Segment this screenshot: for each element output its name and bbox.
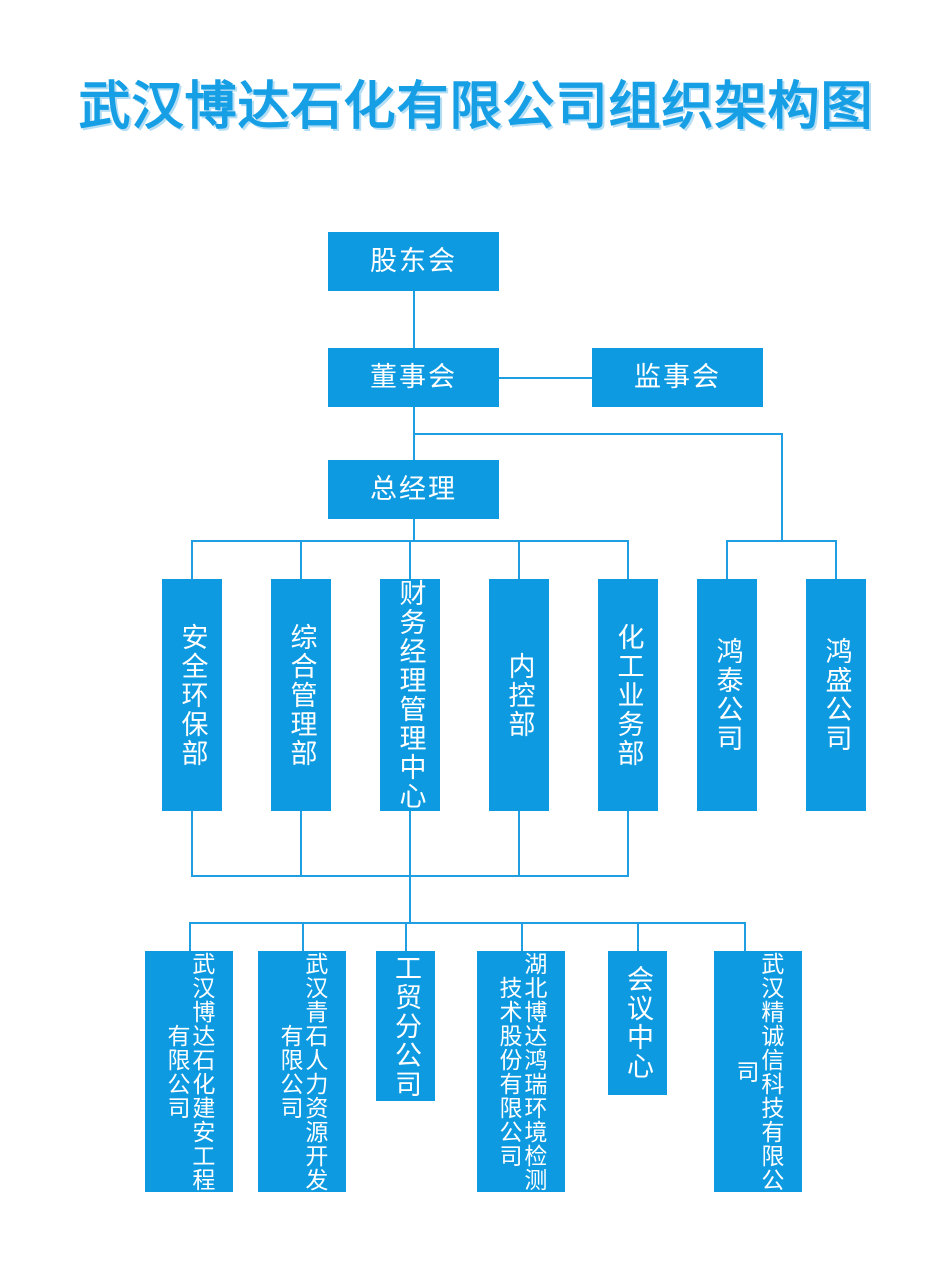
- edge-unit-5-drop: [637, 922, 639, 951]
- edge-unit-4-drop: [521, 922, 523, 951]
- node-department-general-management-label: 综合管理部: [286, 622, 317, 768]
- node-board-of-supervisors-label: 监事会: [634, 362, 721, 393]
- node-unit-trade-branch-label: 工贸分公司: [391, 953, 421, 1099]
- node-subsidiary-hongsheng[interactable]: 鸿盛公司: [806, 579, 866, 811]
- node-department-internal-control[interactable]: 内控部: [489, 579, 549, 811]
- node-department-safety-environment[interactable]: 安全环保部: [162, 579, 222, 811]
- edge-department-1-drop: [191, 540, 193, 579]
- edge-department-1-riser: [191, 811, 193, 875]
- node-unit-human-resources[interactable]: 武汉青石人力资源开发有限公司: [258, 951, 346, 1192]
- node-unit-trade-branch[interactable]: 工贸分公司: [376, 951, 435, 1101]
- edge-unit-3-drop: [405, 922, 407, 951]
- edge-unit-1-drop: [189, 922, 191, 951]
- node-department-safety-environment-label: 安全环保部: [177, 622, 208, 768]
- edge-merge-to-units: [409, 875, 411, 923]
- node-unit-jingchengxin-technology[interactable]: 武汉精诚信科技有限公司: [714, 951, 802, 1192]
- node-department-general-management[interactable]: 综合管理部: [271, 579, 331, 811]
- node-general-manager-label: 总经理: [370, 474, 457, 505]
- edge-board-subsidiaries-horizontal: [413, 433, 783, 435]
- edge-department-5-drop: [627, 540, 629, 579]
- node-subsidiary-hongtai[interactable]: 鸿泰公司: [697, 579, 757, 811]
- page-title: 武汉博达石化有限公司组织架构图: [78, 78, 874, 136]
- node-shareholders-label: 股东会: [370, 246, 457, 277]
- node-unit-environmental-testing-label: 湖北博达鸿瑞环境检测技术股份有限公司: [496, 951, 547, 1192]
- edge-unit-6-drop: [744, 922, 746, 951]
- node-shareholders[interactable]: 股东会: [328, 232, 499, 291]
- edge-subsidiary-1-drop: [726, 540, 728, 580]
- node-subsidiary-hongsheng-label: 鸿盛公司: [821, 637, 852, 753]
- node-department-finance-management-center[interactable]: 财务经理管理中心: [380, 579, 440, 811]
- node-board-of-directors-label: 董事会: [370, 362, 457, 393]
- edge-unit-2-drop: [302, 922, 304, 951]
- node-unit-environmental-testing[interactable]: 湖北博达鸿瑞环境检测技术股份有限公司: [477, 951, 565, 1192]
- node-unit-jingchengxin-technology-label: 武汉精诚信科技有限公司: [733, 951, 784, 1192]
- node-department-finance-management-center-label: 财务经理管理中心: [395, 579, 426, 811]
- node-board-of-directors[interactable]: 董事会: [328, 348, 499, 407]
- node-department-internal-control-label: 内控部: [504, 651, 535, 739]
- edge-board-subsidiaries-drop: [781, 433, 783, 541]
- edge-units-bus: [189, 922, 745, 924]
- edge-department-3-riser: [409, 811, 411, 875]
- edge-gm-drop: [413, 519, 415, 541]
- edge-subsidiaries-bus: [726, 540, 837, 542]
- edge-department-4-drop: [518, 540, 520, 579]
- edge-shareholders-board: [413, 291, 415, 348]
- node-subsidiary-hongtai-label: 鸿泰公司: [712, 637, 743, 753]
- node-unit-conference-center-label: 会议中心: [623, 965, 653, 1081]
- node-unit-construction-engineering[interactable]: 武汉博达石化建安工程有限公司: [145, 951, 233, 1192]
- node-unit-conference-center[interactable]: 会议中心: [608, 951, 667, 1095]
- node-unit-construction-engineering-label: 武汉博达石化建安工程有限公司: [164, 951, 215, 1192]
- node-department-chemical-business[interactable]: 化工业务部: [598, 579, 658, 811]
- node-department-chemical-business-label: 化工业务部: [613, 622, 644, 768]
- edge-department-5-riser: [627, 811, 629, 875]
- edge-department-4-riser: [518, 811, 520, 875]
- edge-department-2-drop: [300, 540, 302, 579]
- edge-department-2-riser: [300, 811, 302, 875]
- node-board-of-supervisors[interactable]: 监事会: [592, 348, 763, 407]
- edge-board-supervisors: [499, 377, 592, 379]
- node-unit-human-resources-label: 武汉青石人力资源开发有限公司: [277, 951, 328, 1192]
- edge-subsidiary-2-drop: [835, 540, 837, 580]
- edge-department-3-drop: [409, 540, 411, 579]
- node-general-manager[interactable]: 总经理: [328, 460, 499, 519]
